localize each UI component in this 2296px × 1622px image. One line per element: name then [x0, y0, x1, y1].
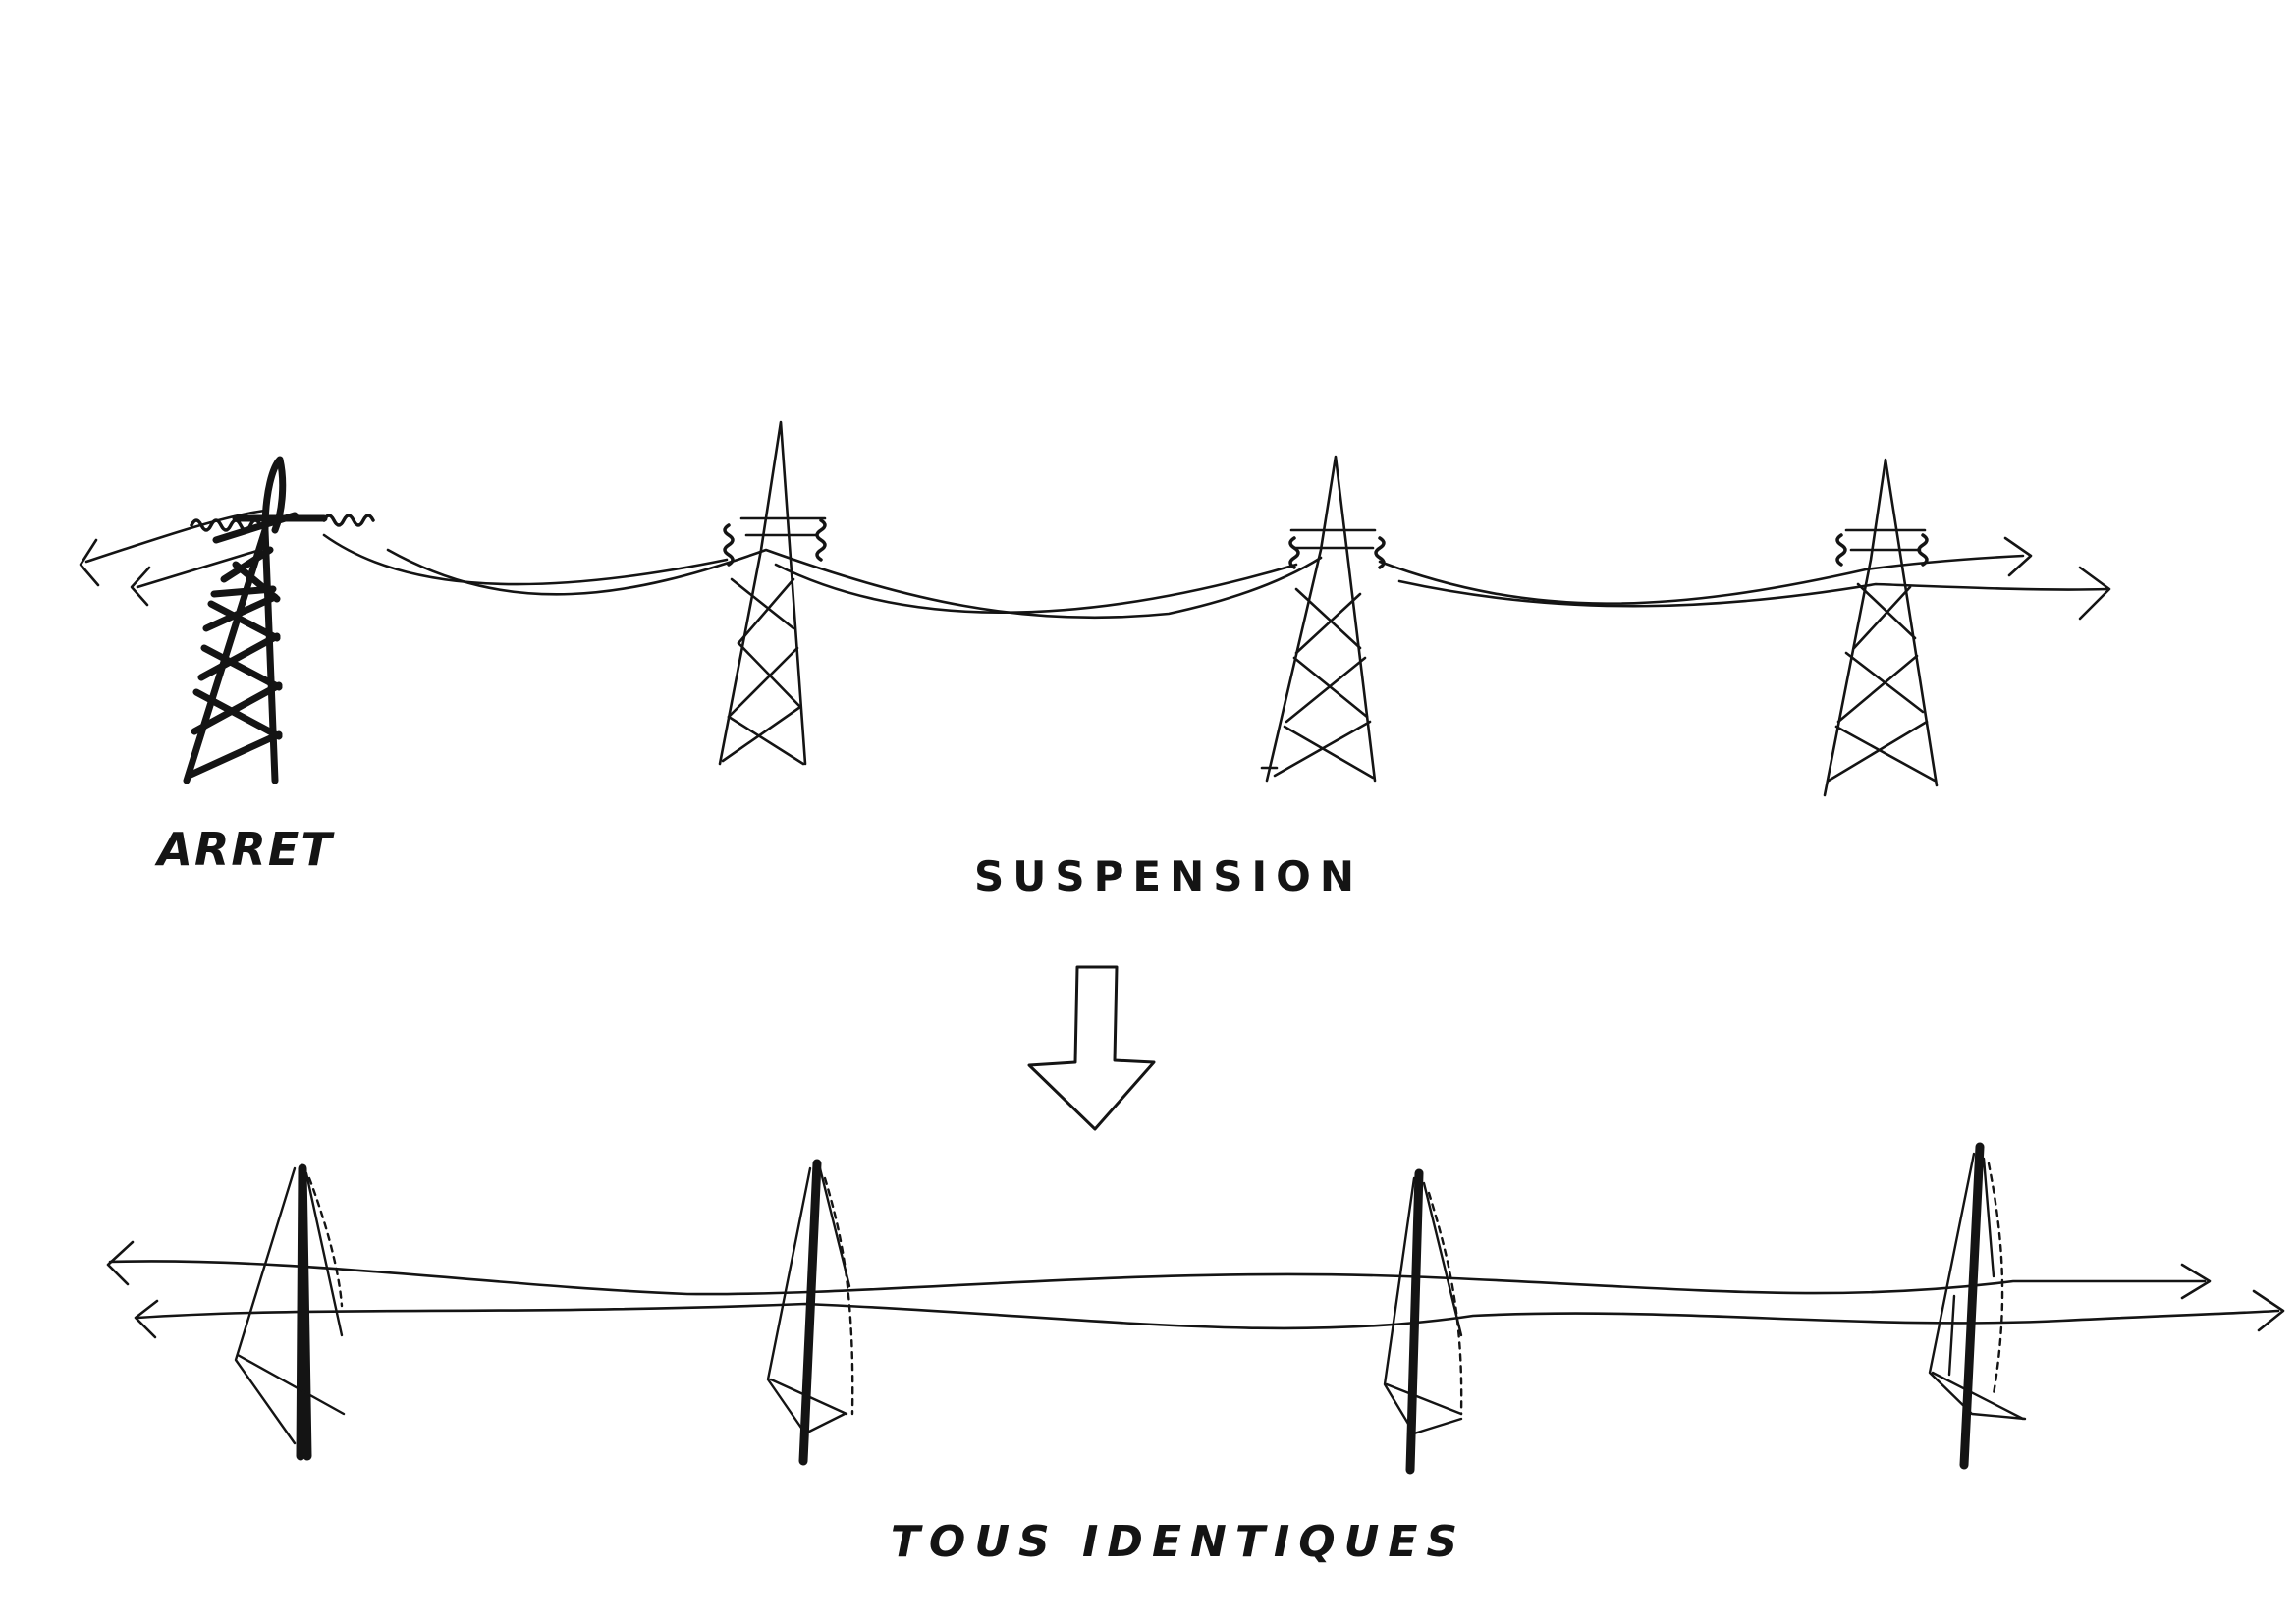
suspension-insulators-2 [1288, 536, 1386, 569]
top-conductors [79, 509, 2111, 621]
monopole-4 [1928, 1142, 2027, 1470]
bottom-conductors [106, 1240, 2285, 1339]
anchor-pylon [183, 456, 328, 784]
suspension-insulators-3 [1835, 533, 1929, 567]
suspension-pylon-1 [718, 420, 827, 766]
suspension-pylon-3 [1823, 458, 1939, 797]
monopole-2 [766, 1159, 854, 1466]
suspension-pylon-2 [1260, 455, 1377, 783]
label-arret: ARRET [157, 823, 334, 876]
down-arrow [1027, 965, 1156, 1131]
label-tous-identiques: TOUS IDENTIQUES [890, 1517, 1467, 1567]
anchor-insulators [190, 514, 375, 532]
monopole-3 [1383, 1168, 1463, 1475]
label-suspension: SUSPENSION [974, 852, 1363, 900]
suspension-insulators-1 [723, 518, 827, 567]
monopole-1 [234, 1163, 346, 1461]
